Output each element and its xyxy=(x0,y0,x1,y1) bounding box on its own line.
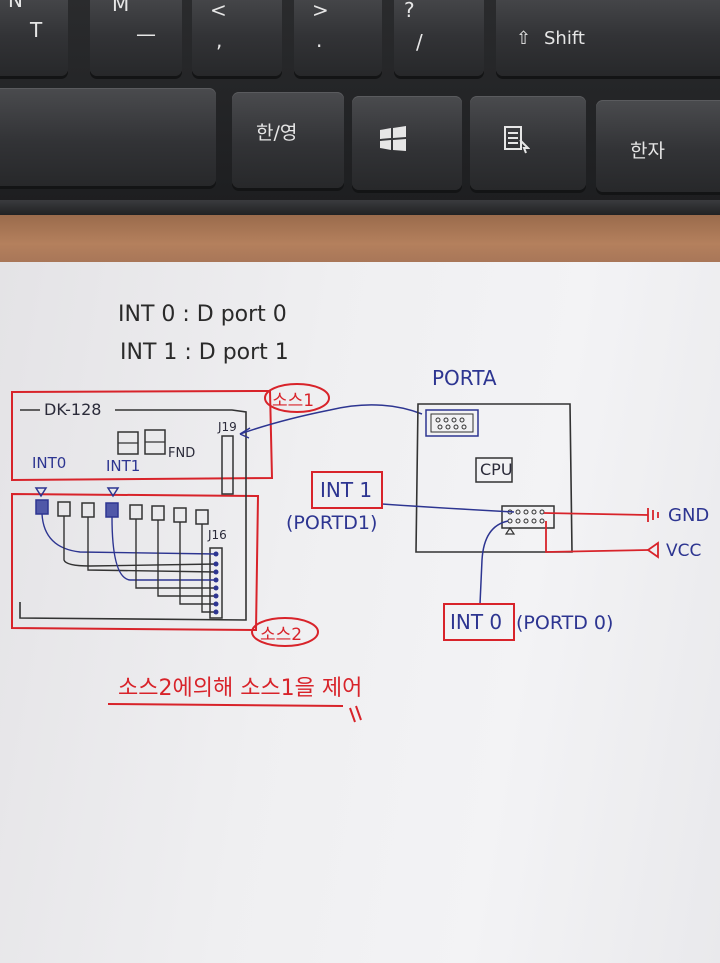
wire xyxy=(111,516,216,581)
key-label: < xyxy=(210,0,227,22)
wire xyxy=(201,524,216,613)
int1-port-label: (PORTD1) xyxy=(286,512,378,534)
switch xyxy=(35,499,49,515)
note-int0: INT 0 : D port 0 xyxy=(118,302,287,327)
int1-triangle xyxy=(106,487,120,498)
wire xyxy=(41,513,217,555)
j19-label: J19 xyxy=(218,420,237,434)
porta-title: PORTA xyxy=(432,366,497,390)
source2-label: 소스2 xyxy=(260,625,303,645)
cpu-chip xyxy=(475,457,513,483)
key-label: , xyxy=(216,28,223,52)
switch xyxy=(151,505,165,521)
wire xyxy=(87,517,217,573)
int0-triangle xyxy=(34,487,48,498)
note-int1: INT 1 : D port 1 xyxy=(120,340,289,365)
key-windows xyxy=(352,96,462,190)
paper-sheet xyxy=(0,262,720,963)
source1-oval xyxy=(264,383,330,413)
source1-outline xyxy=(11,389,274,482)
key-slash: ? / xyxy=(394,0,484,76)
gnd-wire xyxy=(543,512,649,516)
wire xyxy=(179,522,216,605)
switch xyxy=(173,507,187,523)
int1-box-label: INT 1 xyxy=(320,478,373,502)
source1-label: 소스1 xyxy=(272,391,315,411)
wire xyxy=(135,519,216,589)
fnd-label: FND xyxy=(168,446,196,461)
board-outline xyxy=(19,409,247,621)
key-underscore: — xyxy=(136,22,156,46)
key-menu xyxy=(470,96,586,190)
key-label: 한/영 xyxy=(256,122,298,144)
caption: 소스2에의해 소스1을 제어 xyxy=(118,676,363,701)
switch xyxy=(195,509,209,525)
key-label: . xyxy=(316,28,323,52)
shift-arrow-icon: ⇧ xyxy=(516,28,532,49)
windows-logo-icon xyxy=(380,126,406,151)
j19-connector xyxy=(221,435,234,495)
gnd-label: GND xyxy=(668,505,710,526)
keyboard: N T M — < , > . ? / ⇧ Shift 한/영 xyxy=(0,0,720,222)
key-label: Shift xyxy=(544,28,585,49)
switch xyxy=(105,502,119,518)
wooden-desk xyxy=(0,215,720,263)
key-label: N xyxy=(8,0,23,12)
switch xyxy=(129,504,143,520)
gnd-symbol-icon xyxy=(647,508,659,522)
caption-mark xyxy=(349,705,362,723)
key-label: / xyxy=(416,30,423,54)
portd-header xyxy=(501,505,555,529)
key-label: > xyxy=(312,0,329,22)
key-label: ? xyxy=(404,0,415,22)
key-shift: ⇧ Shift xyxy=(496,0,720,76)
source2-oval xyxy=(251,617,319,647)
int0-box xyxy=(443,603,515,641)
key-n-t: N T xyxy=(0,0,68,76)
vcc-symbol-icon xyxy=(646,541,659,559)
int0-wire xyxy=(479,520,509,605)
switch xyxy=(57,501,71,517)
key-period: > . xyxy=(294,0,382,76)
key-hanyeong: 한/영 xyxy=(232,92,344,188)
int0-port-label: (PORTD 0) xyxy=(516,612,614,634)
porta-connector xyxy=(425,409,479,437)
cpu-label: CPU xyxy=(480,460,513,479)
board-name: DK-128 xyxy=(44,400,102,419)
key-label: 한자 xyxy=(630,140,665,162)
j16-label: J16 xyxy=(208,528,227,542)
switch xyxy=(81,502,95,518)
key-hanja: 한자 xyxy=(596,100,720,192)
int1-box xyxy=(311,471,383,509)
int0-marker-label: INT0 xyxy=(32,454,67,472)
int1-wire xyxy=(381,503,515,513)
source2-outline xyxy=(11,492,260,632)
key-comma: < , xyxy=(192,0,282,76)
wire xyxy=(157,520,216,597)
key-label: T xyxy=(30,18,43,42)
key-space-left xyxy=(0,88,216,186)
vcc-wire xyxy=(545,521,649,553)
key-m: M — xyxy=(90,0,182,76)
int1-marker-label: INT1 xyxy=(106,457,141,475)
wire xyxy=(63,516,217,567)
key-label: M xyxy=(112,0,130,16)
vcc-label: VCC xyxy=(666,541,702,561)
caption-underline xyxy=(107,703,344,707)
menu-key-icon xyxy=(504,126,530,154)
porta-to-j19-wire xyxy=(239,404,423,435)
int0-box-label: INT 0 xyxy=(450,610,503,634)
j16-header xyxy=(209,547,223,619)
